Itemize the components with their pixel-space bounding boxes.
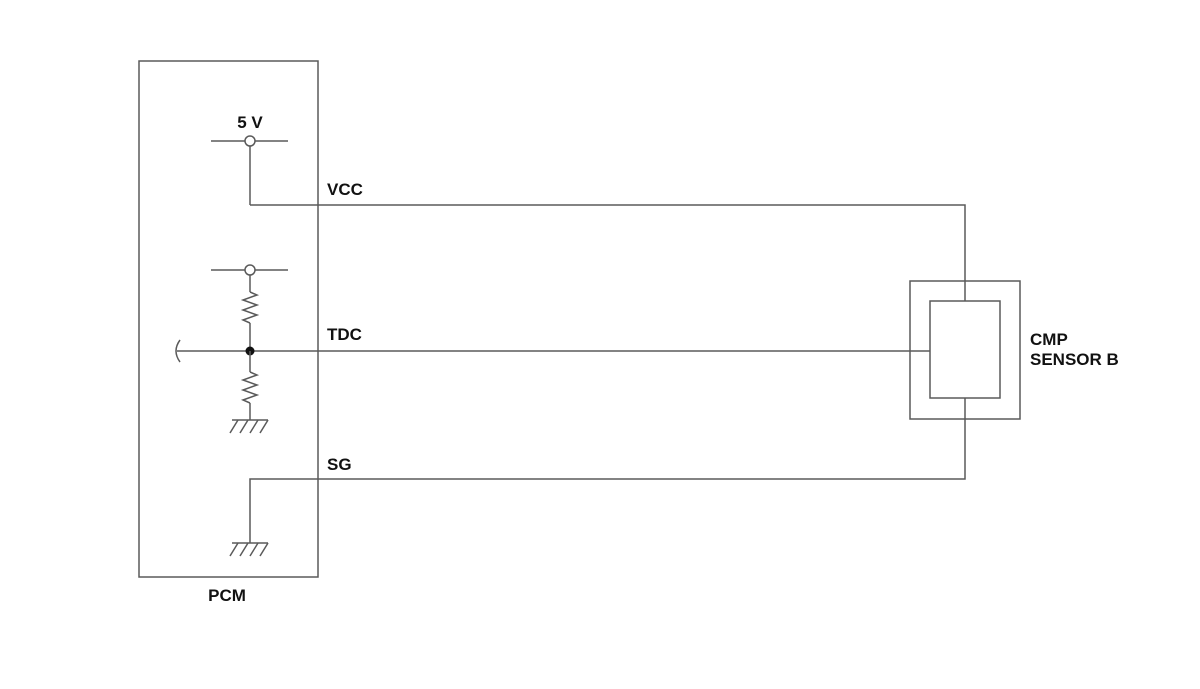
tdc-input-tail xyxy=(175,339,181,363)
sensor-label-line2: SENSOR B xyxy=(1030,350,1119,369)
pulldown-resistor xyxy=(240,371,260,404)
pcm-box xyxy=(138,60,319,578)
sg-ground-icon xyxy=(229,542,269,557)
tdc-label: TDC xyxy=(327,325,362,344)
supply-voltage-label: 5 V xyxy=(237,113,263,132)
sensor-inner-element xyxy=(929,300,1001,399)
vcc-label: VCC xyxy=(327,180,363,199)
pullup-resistor xyxy=(240,291,260,324)
vcc-wire xyxy=(250,204,966,301)
supply-terminal xyxy=(244,135,256,147)
sg-label: SG xyxy=(327,455,352,474)
pullup-terminal xyxy=(244,264,256,276)
resistor-ground-icon xyxy=(229,419,269,434)
sensor-label-line1: CMP xyxy=(1030,330,1068,349)
pcm-label: PCM xyxy=(208,586,246,605)
sensor-outer-housing xyxy=(909,280,1021,420)
sg-wire xyxy=(249,398,966,543)
